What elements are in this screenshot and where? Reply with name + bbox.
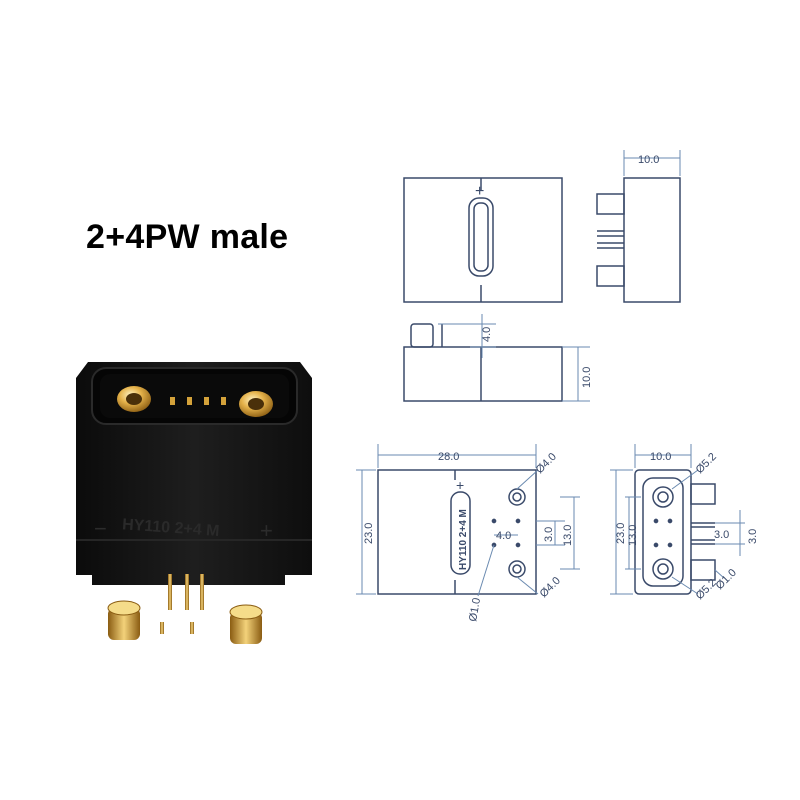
front-view-drawing: + HY110 2+4 M 28.0 23.0 (356, 444, 580, 623)
end-view-drawing: 10.0 23.0 13.0 Ø5.2 Ø5.2 3.0 3.0 Ø1.0 (610, 444, 759, 602)
power-socket-right (239, 391, 273, 417)
dim-side-pin: 4.0 (481, 327, 493, 342)
bottom-power-pin-left (107, 600, 141, 640)
dim-front-pitch-small: 3.0 (543, 527, 555, 542)
dim-end-big-top: Ø5.2 (694, 451, 719, 476)
dim-end-pin-dia: Ø1.0 (714, 567, 739, 592)
dim-end-pin-gap-a: 3.0 (714, 529, 729, 541)
front-view-marking: HY110 2+4 M (458, 509, 469, 570)
dim-end-pitch: 13.0 (627, 525, 639, 546)
dim-front-hole-top: Ø4.0 (534, 451, 559, 476)
product-title: 2+4PW male (86, 218, 289, 256)
bottom-power-pin-right (229, 604, 263, 644)
top-view-drawing: + (403, 177, 563, 303)
embossed-marking: HY110 2+4 M (122, 516, 220, 540)
dim-front-pitch-large: 13.0 (562, 525, 574, 546)
signal-sockets (170, 397, 226, 405)
top-view-plus: + (475, 183, 484, 200)
side-elevation-drawing: 4.0 10.0 (403, 314, 593, 402)
bottom-signal-pins (160, 574, 204, 634)
power-socket-left (117, 386, 151, 412)
dim-front-length: 28.0 (438, 451, 459, 463)
embossed-minus: − (94, 516, 107, 541)
dim-end-height: 23.0 (615, 523, 627, 544)
embossed-plus: + (260, 518, 273, 543)
dim-end-width-top: 10.0 (638, 154, 659, 166)
connector-photo: − HY110 2+4 M + (76, 362, 312, 644)
dim-side-height: 10.0 (581, 367, 593, 388)
end-side-drawing: 10.0 (596, 150, 681, 303)
dim-end-pin-gap-b: 3.0 (747, 529, 759, 544)
dim-front-height: 23.0 (363, 523, 375, 544)
dim-end-width: 10.0 (650, 451, 671, 463)
dim-front-pin-dia: Ø1.0 (467, 597, 483, 623)
dim-front-hole-bottom: Ø4.0 (538, 575, 563, 600)
front-view-plus: + (456, 477, 464, 493)
dim-front-pin-gap: 4.0 (496, 530, 511, 542)
